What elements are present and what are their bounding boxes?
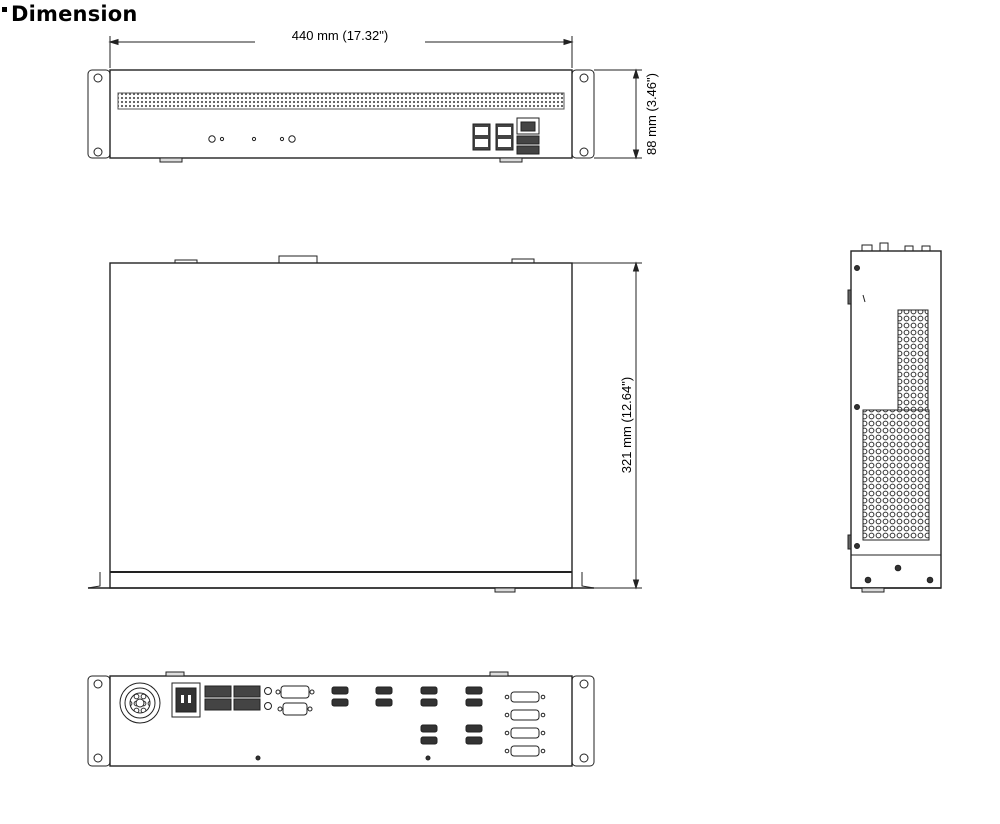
section-title-text: Dimension [11, 2, 138, 26]
width-dimension: 440 mm (17.32") [108, 28, 574, 68]
height-label: 88 mm (3.46") [644, 73, 659, 155]
section-title: Dimension [2, 2, 138, 26]
width-label: 440 mm (17.32") [292, 28, 388, 43]
rear-view [87, 671, 595, 767]
side-view [847, 242, 942, 593]
depth-dimension: 321 mm (12.64") [572, 261, 642, 590]
top-view: 321 mm (12.64") [87, 255, 642, 593]
bullet-icon [2, 6, 7, 12]
front-view: 440 mm (17.32") [87, 28, 659, 163]
depth-label: 321 mm (12.64") [619, 377, 634, 473]
height-dimension: 88 mm (3.46") [594, 68, 659, 160]
